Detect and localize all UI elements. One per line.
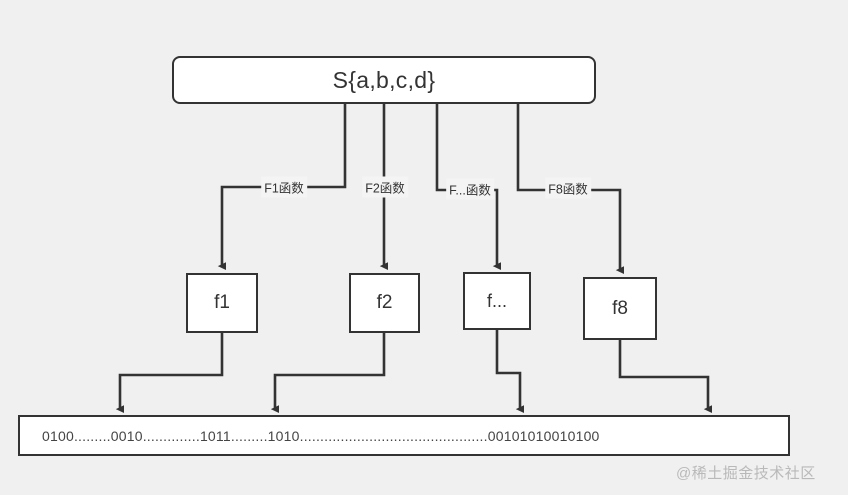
hash-function-label-f2: f2 [376, 292, 393, 313]
source-set-label: S{a,b,c,d} [332, 66, 436, 93]
hash-function-label-f8: f8 [612, 297, 628, 319]
edge-label-f8: F8函数 [545, 177, 591, 199]
edge-label-f-ellipsis: F...函数 [446, 178, 494, 200]
hash-function-node-f-ellipsis[interactable]: f... [463, 272, 531, 330]
hash-function-node-f8[interactable]: f8 [583, 277, 657, 340]
edge-label-f1: F1函数 [261, 176, 307, 198]
edge-f2-to-bits [270, 333, 386, 414]
hash-function-label-f-ellipsis: f... [486, 290, 507, 311]
edge-label-f2: F2函数 [362, 176, 408, 198]
edge-f1-to-bits [115, 333, 224, 414]
edge-f3-to-bits [495, 330, 525, 414]
bit-array-node[interactable]: 0100.........0010..............1011.....… [18, 415, 790, 456]
source-set-node[interactable]: S{a,b,c,d} [172, 56, 596, 104]
hash-function-node-f2[interactable]: f2 [349, 273, 420, 333]
hash-function-node-f1[interactable]: f1 [186, 273, 258, 333]
hash-function-label-f1: f1 [214, 292, 230, 313]
bit-array-label: 0100.........0010..............1011.....… [42, 427, 600, 444]
watermark: @稀土掘金技术社区 [676, 465, 816, 482]
edge-f8-to-bits [618, 340, 713, 414]
